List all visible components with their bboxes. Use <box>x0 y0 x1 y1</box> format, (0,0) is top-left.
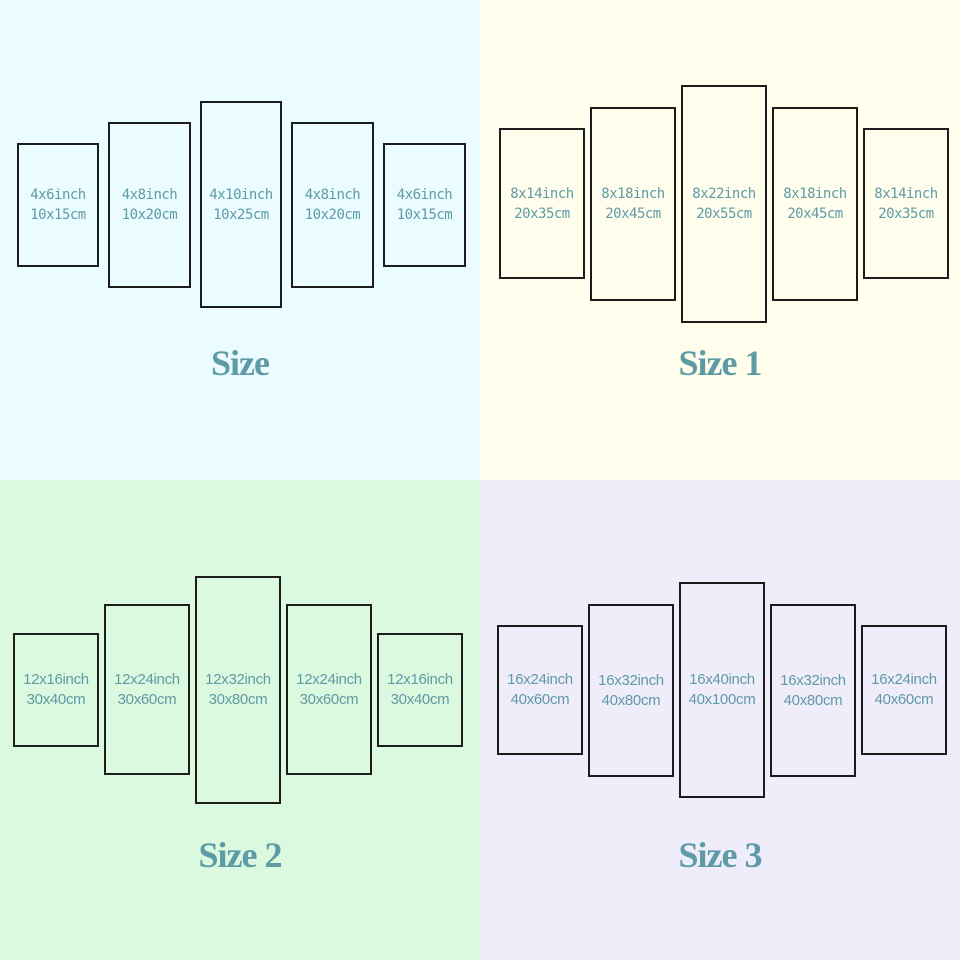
panel-cm-label: 20x35cm <box>514 205 570 222</box>
panel-inch-label: 16x24inch <box>507 671 573 688</box>
size-title: Size 2 <box>198 835 283 875</box>
canvas-panel: 16x24inch 40x60cm <box>861 625 947 755</box>
size-quadrant: 8x14inch 20x35cm 8x18inch 20x45cm 8x22in… <box>480 0 960 480</box>
panel-inch-label: 12x16inch <box>387 671 453 688</box>
panel-inch-label: 4x6inch <box>396 187 453 203</box>
canvas-panel: 4x10inch 10x25cm <box>200 101 282 308</box>
size-title: Size 1 <box>678 343 763 383</box>
panel-cm-label: 30x60cm <box>117 690 177 708</box>
panel-cm-label: 40x60cm <box>874 691 934 708</box>
canvas-panel: 16x32inch 40x80cm <box>588 604 674 777</box>
panel-cm-label: 10x15cm <box>30 207 86 223</box>
panel-cm-label: 20x35cm <box>878 205 934 222</box>
canvas-panel: 12x24inch 30x60cm <box>286 604 372 775</box>
canvas-panel: 12x24inch 30x60cm <box>104 604 190 775</box>
size-title: Size 3 <box>678 835 763 875</box>
panel-cm-label: 10x20cm <box>121 207 178 223</box>
canvas-panel: 8x14inch 20x35cm <box>499 128 585 279</box>
panel-inch-label: 4x8inch <box>304 187 361 203</box>
panel-inch-label: 8x18inch <box>601 186 665 202</box>
panel-inch-label: 8x22inch <box>692 186 756 202</box>
panel-cm-label: 30x40cm <box>390 691 450 708</box>
panel-cm-label: 10x15cm <box>396 207 453 223</box>
panel-inch-label: 16x40inch <box>689 671 755 688</box>
panel-inch-label: 16x32inch <box>598 671 664 689</box>
panel-cm-label: 40x80cm <box>783 691 843 709</box>
panel-cm-label: 40x60cm <box>510 691 570 708</box>
panel-inch-label: 4x10inch <box>209 186 273 203</box>
panel-inch-label: 12x24inch <box>114 670 180 688</box>
panel-cm-label: 40x80cm <box>601 691 661 709</box>
panel-cm-label: 40x100cm <box>688 691 756 708</box>
panel-inch-label: 12x16inch <box>23 671 89 688</box>
canvas-panel: 12x32inch 30x80cm <box>195 576 281 804</box>
size-title: Size <box>211 343 270 383</box>
panel-inch-label: 16x24inch <box>871 671 937 688</box>
panel-inch-label: 12x32inch <box>205 671 271 688</box>
canvas-panel: 4x6inch 10x15cm <box>17 143 99 267</box>
panel-cm-label: 30x40cm <box>26 691 86 708</box>
canvas-panel: 16x32inch 40x80cm <box>770 604 856 777</box>
canvas-panel: 8x18inch 20x45cm <box>590 107 676 301</box>
panel-cm-label: 30x60cm <box>299 690 359 708</box>
canvas-panel: 4x8inch 10x20cm <box>291 122 374 288</box>
panel-inch-label: 16x32inch <box>780 671 846 689</box>
canvas-panel: 8x14inch 20x35cm <box>863 128 949 279</box>
panel-cm-label: 20x55cm <box>696 206 752 222</box>
panel-inch-label: 8x14inch <box>874 185 938 202</box>
size-quadrant: 4x6inch 10x15cm 4x8inch 10x20cm 4x10inch… <box>0 0 480 480</box>
panel-cm-label: 10x20cm <box>304 207 361 223</box>
size-quadrant: 12x16inch 30x40cm 12x24inch 30x60cm 12x3… <box>0 480 480 960</box>
canvas-panel: 8x18inch 20x45cm <box>772 107 858 301</box>
canvas-panel: 8x22inch 20x55cm <box>681 85 767 323</box>
canvas-panel: 4x8inch 10x20cm <box>108 122 191 288</box>
panel-cm-label: 20x45cm <box>787 206 843 222</box>
canvas-panel: 12x16inch 30x40cm <box>13 633 99 747</box>
panel-cm-label: 30x80cm <box>208 691 268 708</box>
panel-inch-label: 12x24inch <box>296 670 362 688</box>
canvas-panel: 16x40inch 40x100cm <box>679 582 765 798</box>
panel-cm-label: 20x45cm <box>605 206 661 222</box>
panel-inch-label: 4x6inch <box>30 187 86 203</box>
canvas-panel: 12x16inch 30x40cm <box>377 633 463 747</box>
canvas-panel: 4x6inch 10x15cm <box>383 143 466 267</box>
panel-inch-label: 4x8inch <box>121 187 178 203</box>
panel-cm-label: 10x25cm <box>213 206 269 223</box>
panel-inch-label: 8x14inch <box>510 185 574 202</box>
size-quadrant: 16x24inch 40x60cm 16x32inch 40x80cm 16x4… <box>480 480 960 960</box>
panel-inch-label: 8x18inch <box>783 186 847 202</box>
canvas-panel: 16x24inch 40x60cm <box>497 625 583 755</box>
